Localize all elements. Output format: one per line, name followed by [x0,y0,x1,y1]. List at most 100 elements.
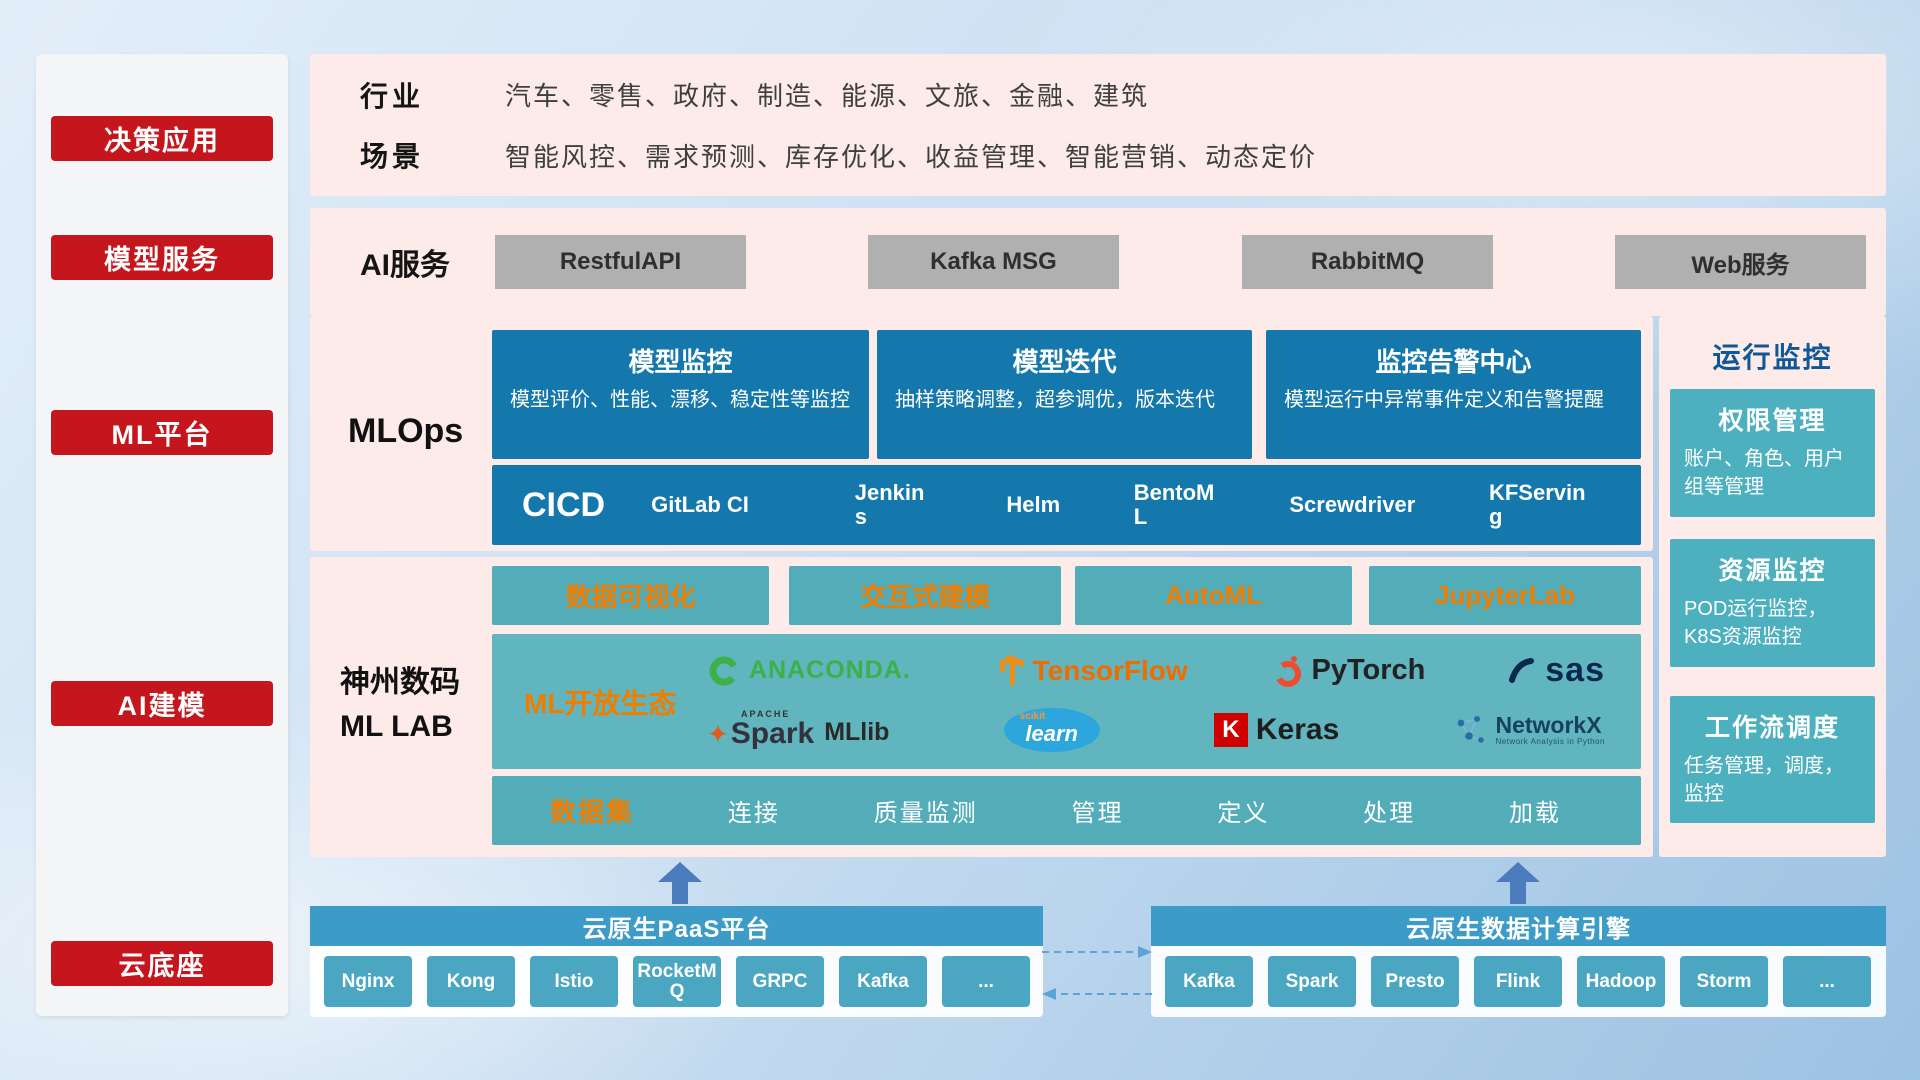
paas-item-kong[interactable]: Kong [427,956,515,1007]
sas-icon [1509,657,1535,683]
dataset-item-manage: 管理 [1071,800,1124,827]
sidebar-item-decision-apps[interactable]: 决策应用 [51,116,273,161]
cicd-tool-jenkins: Jenkins [854,479,925,529]
sas-logo-text: sas [1545,651,1605,690]
spark-logo-text: ✦Spark [707,719,814,749]
up-arrow-icon [1496,862,1540,904]
industry-scenario-panel: 行业 汽车、零售、政府、制造、能源、文旅、金融、建筑 场景 智能风控、需求预测、… [310,54,1886,196]
mlops-card-model-monitoring: 模型监控 模型评价、性能、漂移、稳定性等监控 [492,330,869,459]
mlops-label: MLOps [348,412,464,450]
industry-row: 行业 汽车、零售、政府、制造、能源、文旅、金融、建筑 [310,75,1886,115]
ml-open-ecosystem-label: ML开放生态 [524,687,677,719]
mllib-logo-text: MLlib [824,718,890,747]
sidebar-item-cloud-base[interactable]: 云底座 [51,941,273,986]
spark-logo: APACHE ✦Spark [707,710,814,749]
ecosystem-logo-row-1: ANACONDA. TensorFlow PyTorch [707,651,1605,690]
pytorch-icon [1274,655,1301,687]
monitor-card-permissions: 权限管理 账户、角色、用户组等管理 [1670,389,1875,517]
paas-item-rocketmq[interactable]: RocketMQ [633,956,721,1007]
sidebar-item-ml-platform[interactable]: ML平台 [51,410,273,455]
mlops-card-alert-center: 监控告警中心 模型运行中异常事件定义和告警提醒 [1266,330,1641,459]
cicd-tool-screwdriver: Screwdriver [1289,491,1416,517]
service-button-restfulapi[interactable]: RestfulAPI [495,235,746,289]
left-category-rail: 决策应用 模型服务 ML平台 AI建模 云底座 [36,54,288,1016]
paas-item-nginx[interactable]: Nginx [324,956,412,1007]
cicd-tool-helm: Helm [1006,491,1061,517]
ai-service-panel: AI服务 RestfulAPI Kafka MSG RabbitMQ Web服务 [310,208,1886,316]
engine-item-more[interactable]: ... [1783,956,1871,1007]
dataset-bar: 数据集 连接 质量监测 管理 定义 处理 加载 [492,776,1641,845]
card-title: 资源监控 [1718,557,1827,585]
engine-item-kafka[interactable]: Kafka [1165,956,1253,1007]
card-title: 工作流调度 [1704,714,1840,742]
card-desc: 模型评价、性能、漂移、稳定性等监控 [510,389,850,411]
anaconda-icon [709,656,739,686]
service-button-kafka-msg[interactable]: Kafka MSG [868,235,1119,289]
card-desc: 账户、角色、用户组等管理 [1684,448,1844,498]
engine-item-flink[interactable]: Flink [1474,956,1562,1007]
mllab-button-interactive-modeling[interactable]: 交互式建模 [789,566,1061,625]
spark-word: Spark [730,717,815,751]
runtime-monitor-panel: 运行监控 权限管理 账户、角色、用户组等管理 资源监控 POD运行监控，K8S资… [1659,316,1886,857]
up-arrow-icon [658,862,702,904]
tensorflow-icon [999,654,1024,687]
cicd-bar: CICD GitLab CI Jenkins Helm BentoML Scre… [492,465,1641,545]
card-desc: 模型运行中异常事件定义和告警提醒 [1284,389,1604,411]
engine-item-storm[interactable]: Storm [1680,956,1768,1007]
pytorch-logo-text: PyTorch [1311,654,1426,687]
anaconda-logo: ANACONDA. [707,654,911,688]
networkx-icon [1458,715,1485,743]
ml-lab-panel: 神州数码 ML LAB 数据可视化 交互式建模 AutoML JupyterLa… [310,557,1653,857]
paas-platform-items: Nginx Kong Istio RocketMQ GRPC Kafka ... [310,946,1043,1017]
ml-lab-label: 神州数码 ML LAB [340,661,460,748]
spark-star-icon: ✦ [707,719,729,750]
industry-text: 汽车、零售、政府、制造、能源、文旅、金融、建筑 [505,81,1150,112]
scikit-learn-top-text: scikit [1019,710,1046,722]
sidebar-item-ai-modeling[interactable]: AI建模 [51,681,273,726]
mlops-card-model-iteration: 模型迭代 抽样策略调整，超参调优，版本迭代 [877,330,1252,459]
cicd-tool-gitlab-ci: GitLab CI [651,491,749,517]
monitor-card-workflow: 工作流调度 任务管理，调度，监控 [1670,696,1875,823]
paas-platform-header: 云原生PaaS平台 [310,906,1043,946]
mlops-panel: MLOps 模型监控 模型评价、性能、漂移、稳定性等监控 模型迭代 抽样策略调整… [310,316,1653,551]
service-button-rabbitmq[interactable]: RabbitMQ [1242,235,1493,289]
dashed-arrow-right-icon [1042,946,1152,958]
card-title: 监控告警中心 [1375,347,1532,377]
ml-lab-label-line1: 神州数码 [340,666,460,699]
mllab-button-automl[interactable]: AutoML [1075,566,1352,625]
networkx-logo-text: NetworkX [1495,711,1602,738]
keras-icon: K [1213,712,1248,747]
cicd-label: CICD [522,485,606,524]
engine-item-spark[interactable]: Spark [1268,956,1356,1007]
sidebar-item-model-service[interactable]: 模型服务 [51,235,273,280]
keras-logo: K Keras [1213,712,1340,747]
paas-item-more[interactable]: ... [942,956,1030,1007]
paas-item-kafka[interactable]: Kafka [839,956,927,1007]
paas-item-istio[interactable]: Istio [530,956,618,1007]
dataset-item-quality: 质量监测 [873,800,978,827]
card-desc: 任务管理，调度，监控 [1684,755,1844,805]
networkx-subtitle: Network Analysis in Python [1495,736,1605,746]
anaconda-logo-text: ANACONDA. [749,656,911,685]
scenario-text: 智能风控、需求预测、库存优化、收益管理、智能营销、动态定价 [505,141,1318,172]
keras-logo-text: Keras [1255,712,1340,746]
scikit-learn-logo: scikit learn [1003,707,1100,752]
pytorch-logo: PyTorch [1272,653,1426,689]
tensorflow-logo: TensorFlow [995,654,1188,688]
ecosystem-logos: ANACONDA. TensorFlow PyTorch [707,634,1641,769]
mllab-button-jupyterlab[interactable]: JupyterLab [1369,566,1641,625]
service-button-web[interactable]: Web服务 [1615,235,1866,289]
mllab-button-data-viz[interactable]: 数据可视化 [492,566,769,625]
card-desc: POD运行监控，K8S资源监控 [1684,598,1828,648]
ecosystem-logo-row-2: APACHE ✦Spark MLlib scikit learn K Keras [707,707,1605,752]
monitor-card-resources: 资源监控 POD运行监控，K8S资源监控 [1670,539,1875,667]
dataset-item-load: 加载 [1508,800,1561,827]
ml-lab-label-line2: ML LAB [340,709,453,743]
cicd-tools: GitLab CI Jenkins Helm BentoML Screwdriv… [651,479,1641,529]
engine-item-presto[interactable]: Presto [1371,956,1459,1007]
runtime-monitor-title: 运行监控 [1712,342,1833,373]
card-title: 模型监控 [628,347,733,377]
paas-item-grpc[interactable]: GRPC [736,956,824,1007]
card-title: 模型迭代 [1012,347,1117,377]
engine-item-hadoop[interactable]: Hadoop [1577,956,1665,1007]
